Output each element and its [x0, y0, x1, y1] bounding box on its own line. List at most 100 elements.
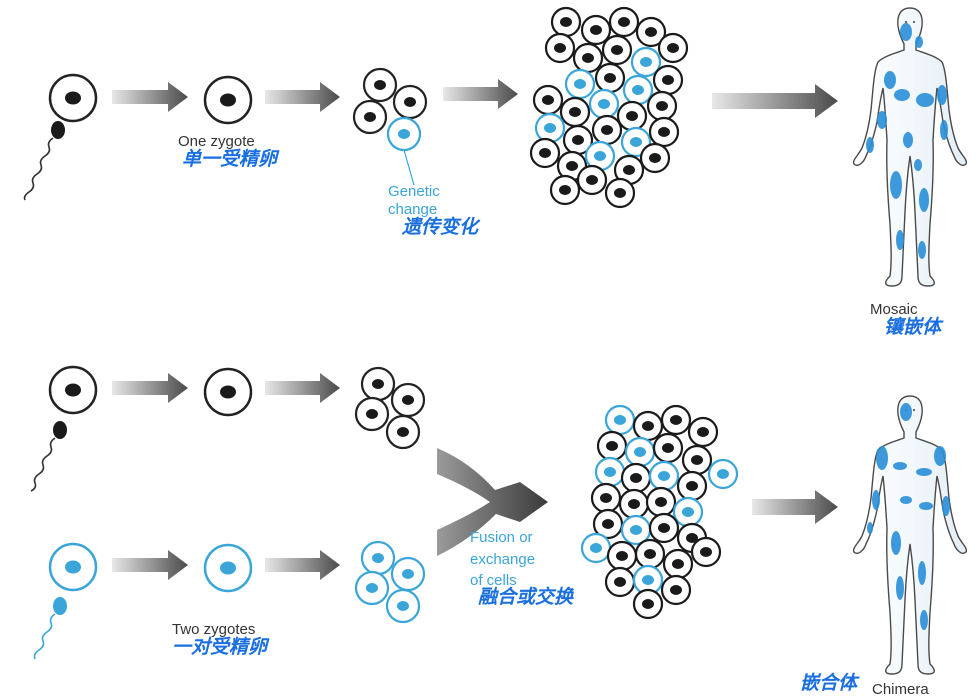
normal-cell — [632, 588, 664, 620]
fusion-label-line2: exchange — [470, 551, 536, 568]
normal-cell — [648, 116, 680, 148]
variant-cell — [604, 404, 636, 436]
bottom-zygote-blue — [203, 543, 253, 593]
chimera-label-zh: 嵌合体 — [800, 672, 858, 694]
variant-cell — [632, 564, 664, 596]
normal-cell — [544, 32, 576, 64]
genetic-change-label-zh: 遗传变化 — [402, 216, 479, 238]
mosaic-label-zh: 镶嵌体 — [884, 316, 942, 338]
normal-cell — [562, 124, 594, 156]
normal-cell — [592, 508, 624, 540]
variant-cell — [620, 514, 652, 546]
bottom-arrow-black-2 — [265, 373, 340, 403]
genetic-change-label-line2: change — [388, 201, 438, 218]
normal-cell — [660, 404, 692, 436]
top-arrow-2 — [265, 82, 340, 112]
variant-cell — [630, 46, 662, 78]
normal-cell — [613, 154, 645, 186]
normal-cell — [690, 536, 722, 568]
chimera-human-figure — [852, 395, 968, 675]
mosaic-human-figure — [852, 7, 968, 287]
normal-cell — [648, 512, 680, 544]
bottom-chimera-cell-cluster — [580, 404, 739, 620]
variant-cell — [594, 456, 626, 488]
bottom-four-cell-black — [354, 366, 426, 450]
bottom-four-cell-blue — [354, 540, 426, 624]
normal-cell — [529, 137, 561, 169]
top-arrow-1 — [112, 82, 188, 112]
top-four-cell-cluster — [352, 67, 428, 186]
top-row — [23, 6, 968, 287]
normal-cell — [601, 34, 633, 66]
normal-cell — [657, 32, 689, 64]
normal-cell — [646, 90, 678, 122]
top-arrow-4 — [712, 84, 838, 118]
normal-cell — [681, 444, 713, 476]
top-arrow-3 — [443, 79, 518, 109]
normal-cell — [676, 470, 708, 502]
normal-cell — [596, 430, 628, 462]
variant-cell — [622, 74, 654, 106]
normal-cell — [618, 488, 650, 520]
normal-cell — [576, 164, 608, 196]
chimera-label: Chimera — [872, 681, 929, 698]
normal-cell — [662, 548, 694, 580]
human-outline — [852, 395, 968, 675]
top-mosaic-cell-cluster — [529, 6, 689, 209]
bottom-zygote-black — [203, 367, 253, 417]
bottom-arrow-blue-2 — [265, 550, 340, 580]
normal-cell — [652, 64, 684, 96]
normal-cell — [591, 114, 623, 146]
genetic-change-label-line1: Genetic — [388, 183, 440, 200]
two-zygotes-label: Two zygotes — [172, 621, 256, 638]
bottom-arrow-blue-1 — [112, 550, 188, 580]
normal-cell — [635, 16, 667, 48]
normal-cell — [550, 6, 582, 38]
normal-cell — [594, 62, 626, 94]
one-zygote-label: One zygote — [178, 133, 255, 150]
fusion-label-line1: Fusion or — [470, 529, 533, 546]
bottom-arrow-final — [752, 490, 838, 524]
mosaic-label: Mosaic — [870, 301, 918, 318]
variant-cell — [534, 112, 566, 144]
variant-cell — [648, 460, 680, 492]
top-sperm — [23, 121, 65, 201]
normal-cell — [604, 177, 636, 209]
variant-cell — [707, 458, 739, 490]
normal-cell — [652, 432, 684, 464]
normal-cell — [580, 14, 612, 46]
fusion-label-zh: 融合或交换 — [478, 586, 574, 608]
normal-cell — [604, 566, 636, 598]
normal-cell — [608, 6, 640, 38]
fusion-merge-arrow — [437, 448, 548, 556]
normal-cell — [572, 42, 604, 74]
normal-cell — [639, 142, 671, 174]
bottom-sperm-blue — [33, 597, 67, 660]
normal-cell — [634, 538, 666, 570]
variant-cell — [564, 68, 596, 100]
normal-cell — [606, 540, 638, 572]
bottom-row — [30, 365, 968, 675]
top-egg-cell — [48, 73, 98, 123]
normal-cell — [532, 84, 564, 116]
normal-cell — [632, 410, 664, 442]
variant-cell — [672, 496, 704, 528]
normal-cell — [660, 574, 692, 606]
variant-cell — [580, 532, 612, 564]
bottom-egg-cell-black — [48, 365, 98, 415]
bottom-arrow-black-1 — [112, 373, 188, 403]
bottom-egg-cell-blue — [48, 542, 98, 592]
normal-cell — [559, 96, 591, 128]
normal-cell — [616, 100, 648, 132]
variant-cell — [588, 88, 620, 120]
one-zygote-label-zh: 单一受精卵 — [182, 148, 278, 170]
normal-cell — [620, 462, 652, 494]
fusion-label-line3: of cells — [470, 572, 517, 589]
top-zygote-cell — [203, 75, 253, 125]
normal-cell — [687, 416, 719, 448]
two-zygotes-label-zh: 一对受精卵 — [172, 636, 268, 658]
variant-cell — [624, 436, 656, 468]
normal-cell — [590, 482, 622, 514]
normal-cell — [645, 486, 677, 518]
bottom-sperm-black — [30, 421, 67, 492]
